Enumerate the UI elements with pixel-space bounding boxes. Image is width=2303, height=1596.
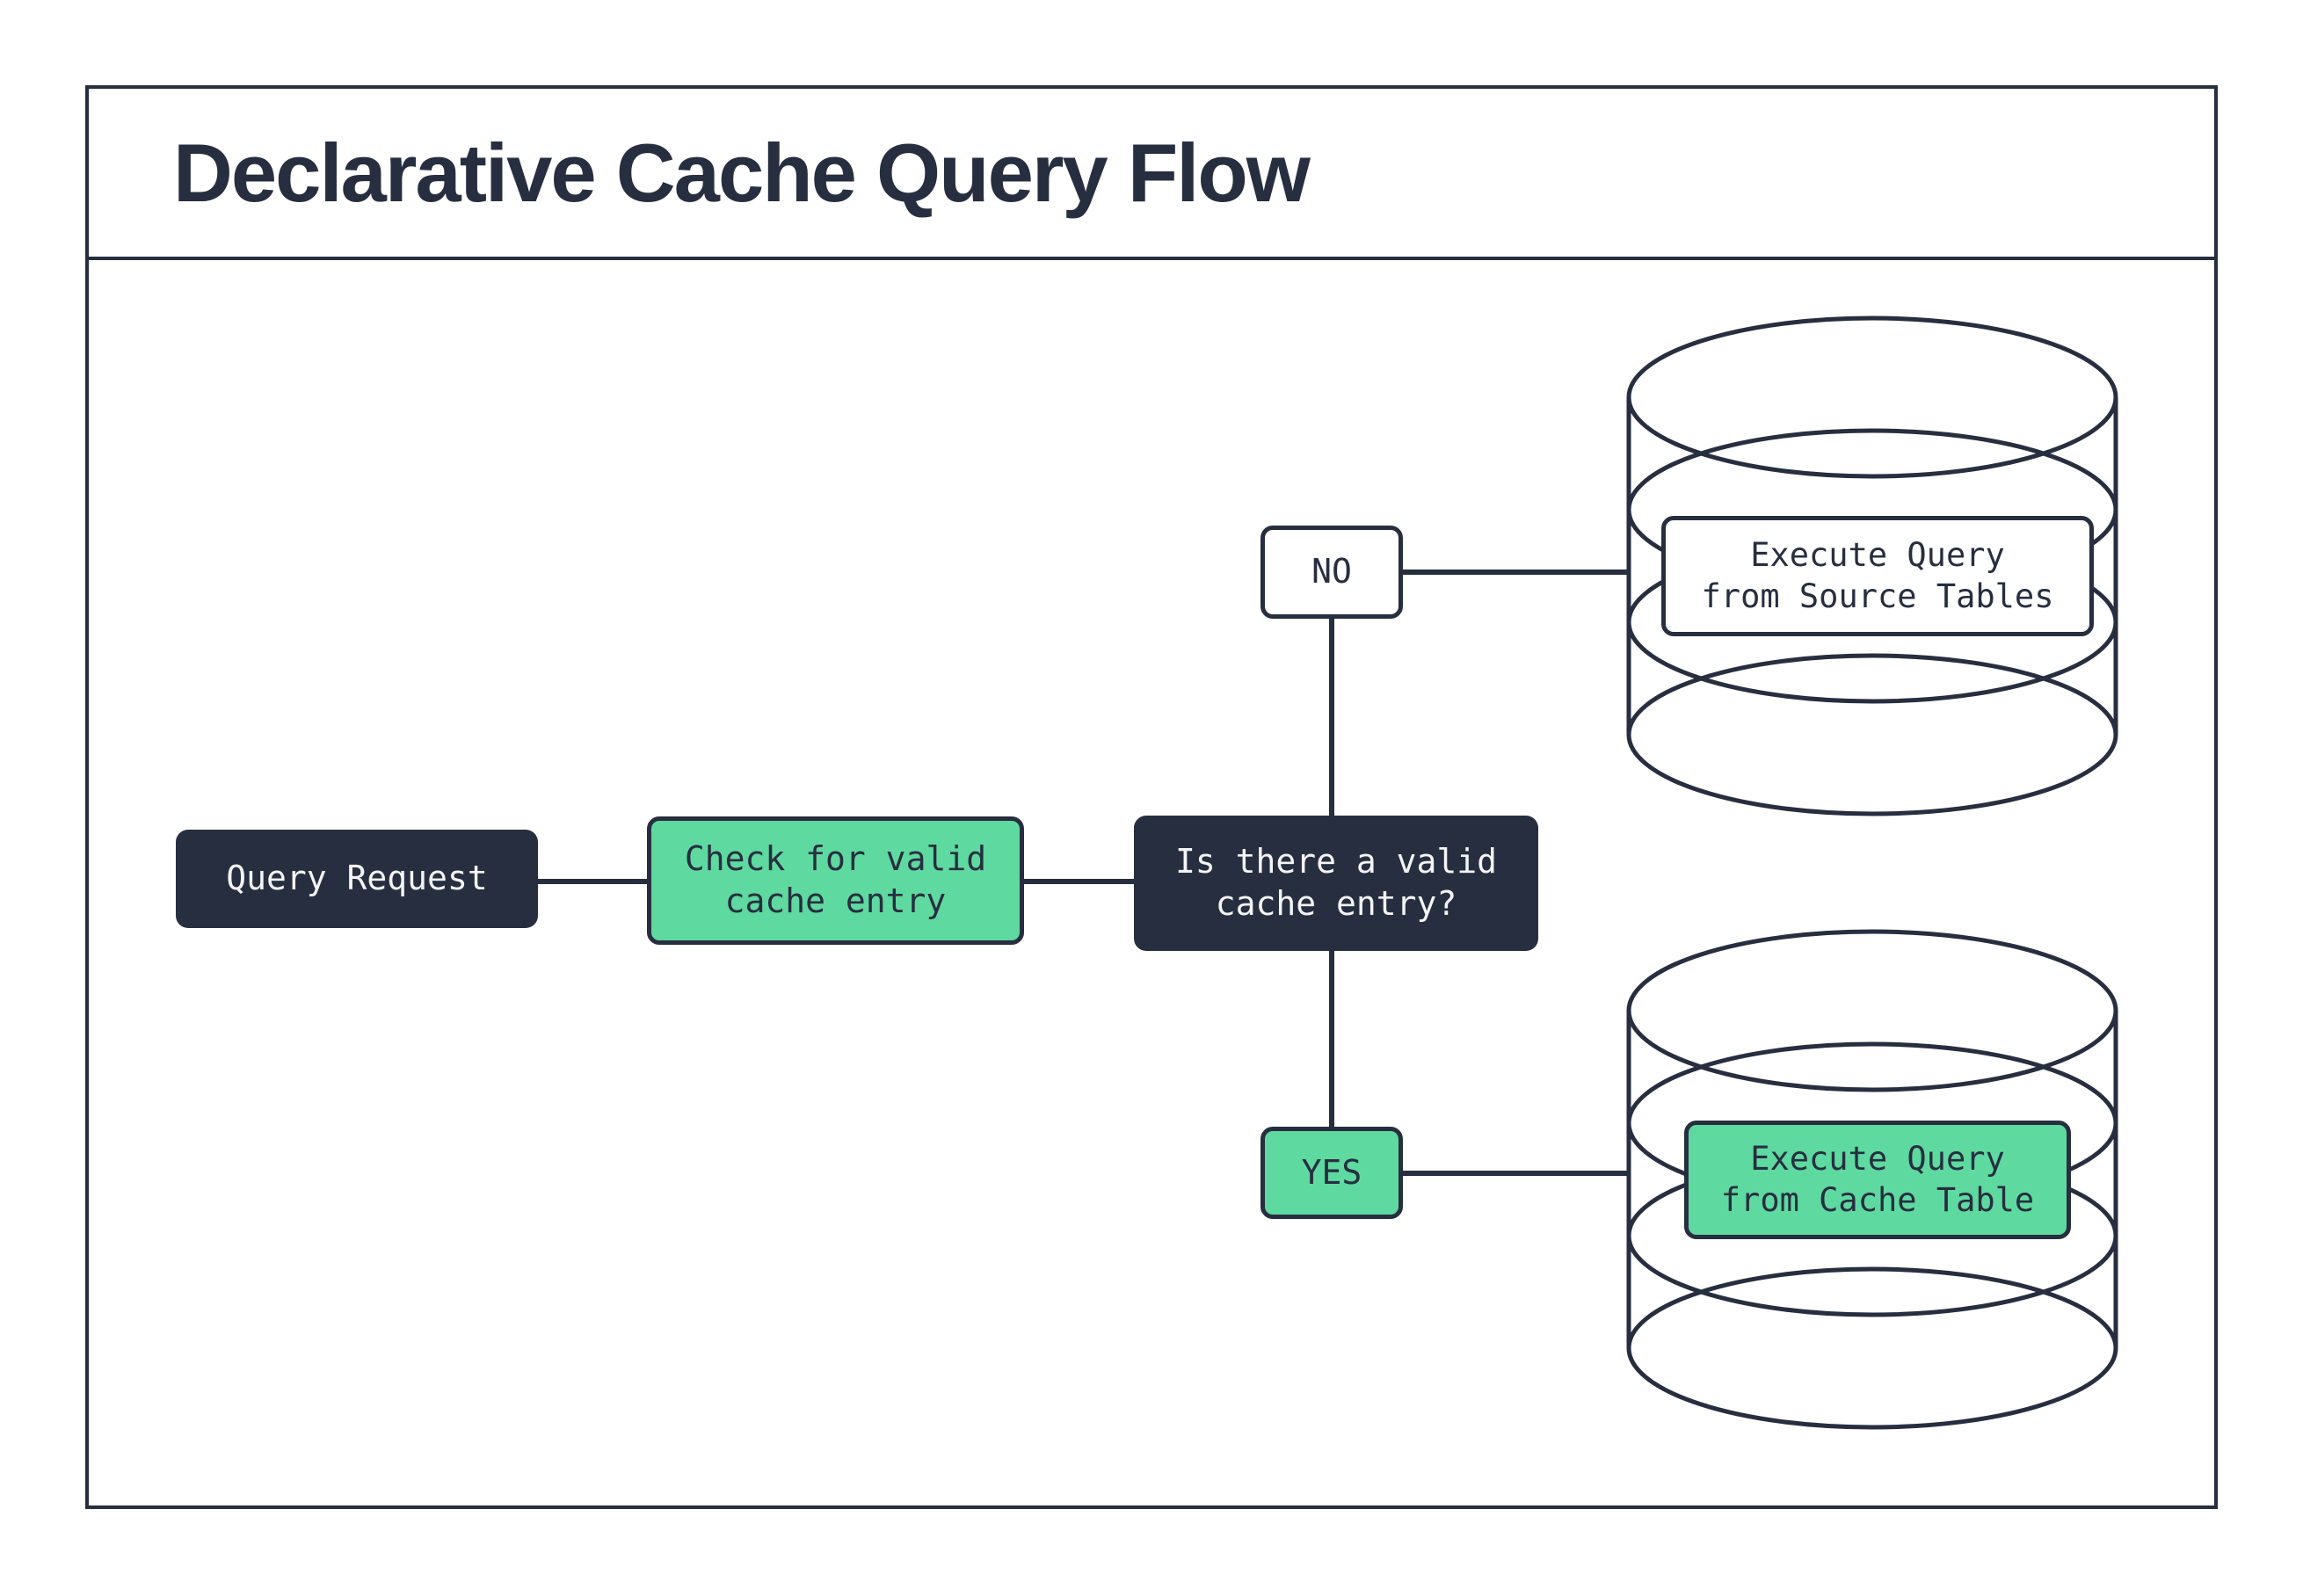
node-execute-source-line2: from Source Tables	[1701, 577, 2054, 615]
node-decision-line1: Is there a valid	[1174, 842, 1498, 881]
node-decision-line2: cache entry?	[1215, 884, 1457, 923]
node-branch-yes-label: YES	[1301, 1152, 1362, 1192]
node-execute-cache-line1: Execute Query	[1750, 1139, 2005, 1178]
node-query-request-label: Query Request	[226, 859, 488, 898]
diagram-frame: Declarative Cache Query Flow	[85, 85, 2218, 1509]
node-check-cache-line1: Check for valid	[684, 839, 987, 879]
title-bar: Declarative Cache Query Flow	[89, 89, 2214, 260]
node-branch-no-label: NO	[1311, 552, 1352, 591]
cache-db-cylinder-icon	[1626, 929, 2118, 1430]
node-branch-no: NO	[1260, 526, 1403, 619]
node-branch-yes: YES	[1260, 1127, 1403, 1219]
node-execute-source-line1: Execute Query	[1750, 535, 2005, 574]
node-decision-valid-cache: Is there a valid cache entry?	[1134, 816, 1538, 951]
node-execute-cache-line2: from Cache Table	[1720, 1180, 2035, 1219]
page-title: Declarative Cache Query Flow	[173, 126, 1311, 219]
node-check-cache: Check for valid cache entry	[647, 816, 1024, 945]
node-query-request: Query Request	[176, 830, 538, 928]
node-check-cache-line2: cache entry	[724, 881, 947, 920]
node-execute-source-tables: Execute Query from Source Tables	[1661, 516, 2094, 636]
node-execute-cache-table: Execute Query from Cache Table	[1684, 1121, 2071, 1239]
